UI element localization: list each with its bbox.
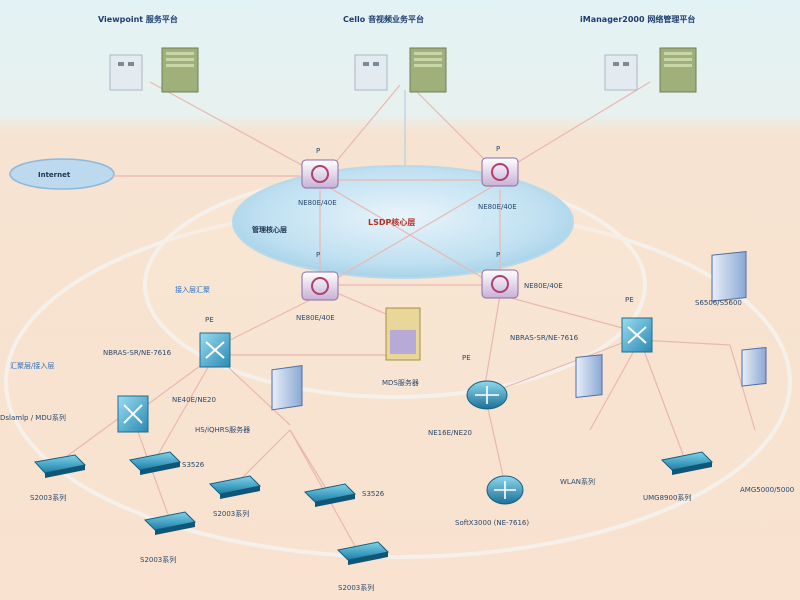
core-router-bl[interactable] — [301, 271, 339, 301]
pe-left-switch[interactable] — [199, 332, 231, 368]
panel-server-right[interactable] — [711, 251, 747, 302]
flat-switch-1-label: S2003系列 — [30, 493, 66, 502]
core-edge-label: 管理核心层 — [252, 225, 287, 234]
panel-server-far-right-label: AMG5000/5000 — [740, 486, 794, 494]
center-round-router[interactable] — [466, 380, 508, 410]
core-router-bl-mark: P — [316, 251, 320, 259]
flat-switch-2-label: S3526 — [182, 461, 205, 469]
flat-switch-4[interactable] — [303, 483, 357, 507]
pe-left-label: PE — [205, 316, 214, 324]
access-layer-label: 接入层汇聚 — [175, 285, 210, 294]
core-router-br-label: NE80E/40E — [524, 282, 563, 290]
panel-server-far-right[interactable] — [741, 346, 767, 387]
platform-cello[interactable] — [354, 47, 447, 93]
internet-label: Internet — [38, 171, 71, 179]
core-router-tr-mark: P — [496, 145, 500, 153]
flat-switch-3-label: S2003系列 — [213, 509, 249, 518]
panel-server-right-label: S6506/S5600 — [695, 299, 742, 307]
flat-switch-right[interactable] — [660, 451, 714, 475]
core-router-br-mark: P — [496, 251, 500, 259]
flat-switch-6-label: S2003系列 — [338, 583, 374, 592]
dslam-label: Dslamlp / MDU系列 — [0, 413, 66, 422]
panel-server-center[interactable] — [271, 364, 303, 411]
mds-server-label: MDS服务器 — [382, 378, 419, 387]
flat-switch-1[interactable] — [34, 454, 87, 478]
softswitch-label: SoftX3000 (NE-7616) — [455, 519, 529, 527]
platform-viewpoint-label: Viewpoint 服务平台 — [98, 14, 178, 24]
core-router-tl-label: NE80E/40E — [298, 199, 337, 207]
flat-switch-right-label: UMG8900系列 — [643, 493, 691, 502]
core-ellipse — [232, 165, 574, 279]
core-router-tl-mark: P — [316, 147, 320, 155]
agg-left-label: 汇聚层/接入层 — [10, 361, 54, 370]
core-router-tr-label: NE80E/40E — [478, 203, 517, 211]
flat-switch-3[interactable] — [208, 475, 262, 499]
core-title: LSDP核心层 — [368, 217, 415, 227]
platform-cello-label: Cello 音视频业务平台 — [343, 14, 424, 24]
platform-viewpoint[interactable] — [109, 47, 199, 93]
nbras-left-label: NBRAS-SR/NE-7616 — [103, 349, 172, 357]
pe-right-switch[interactable] — [621, 317, 653, 353]
flat-switch-6[interactable] — [336, 541, 390, 565]
dslam-switch[interactable] — [117, 395, 149, 433]
flat-switch-4-label: S3526 — [362, 490, 385, 498]
ma-small-label: NE40E/NE20 — [172, 396, 216, 404]
flat-switch-5-label: S2003系列 — [140, 555, 176, 564]
flat-switch-5[interactable] — [143, 511, 197, 535]
center-router-label: NE16E/NE20 — [428, 429, 472, 437]
wlan-label: WLAN系列 — [560, 477, 595, 486]
core-router-tl[interactable] — [301, 159, 339, 189]
flat-switch-2[interactable] — [128, 451, 182, 475]
platform-imanager[interactable] — [604, 47, 697, 93]
core-router-bl-label: NE80E/40E — [296, 314, 335, 322]
wlan-panel[interactable] — [575, 354, 603, 399]
softswitch-router[interactable] — [486, 475, 524, 505]
mds-server[interactable] — [385, 307, 421, 361]
core-router-tr[interactable] — [481, 157, 519, 187]
platform-imanager-label: iManager2000 网络管理平台 — [580, 14, 695, 24]
core-router-br[interactable] — [481, 269, 519, 299]
nbras-right-label: NBRAS-SR/NE-7616 — [510, 334, 579, 342]
internet-cloud[interactable] — [9, 158, 115, 190]
panel-server-center-label: HS/iQHRS服务器 — [195, 425, 250, 434]
center-router-pe-label: PE — [462, 354, 471, 362]
pe-right-label: PE — [625, 296, 634, 304]
